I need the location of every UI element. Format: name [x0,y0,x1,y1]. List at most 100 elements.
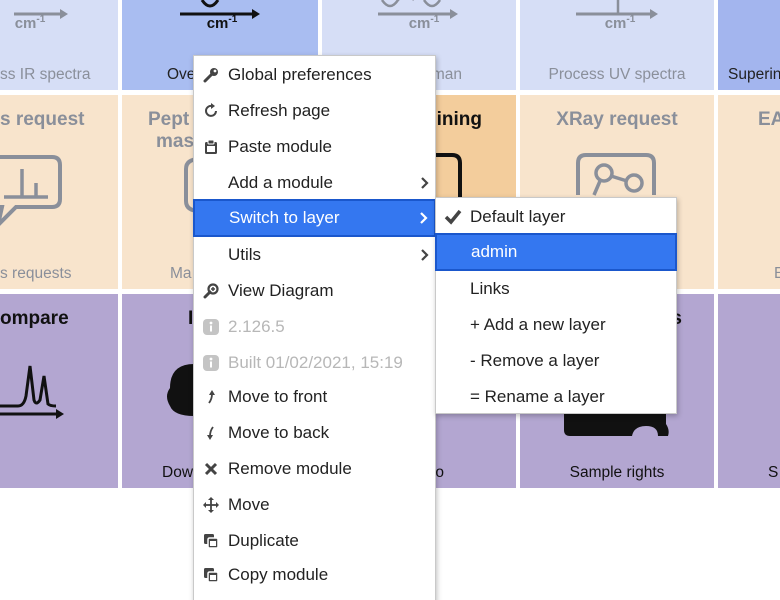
layer-item-label: Links [470,279,510,298]
unit-label: cm [14,15,37,32]
menu-item-label: Utils [228,245,262,264]
unit-label: cm [604,15,627,32]
tile-label: Ma [170,265,192,282]
tile-settings[interactable]: S [718,294,780,488]
menu-item-move-to-front[interactable]: Move to front [194,379,435,415]
tile-process-ir-spectra[interactable]: cm-1 ss IR spectra [0,0,118,90]
tile-title: ompare [0,308,69,329]
menu-item-label: Add a module [228,173,333,192]
menu-item-label: Move to front [228,387,328,406]
layer-item-label: Default layer [470,207,566,226]
menu-item-utils[interactable]: Utils [194,237,435,273]
unit-label: cm [408,15,431,32]
unit-exponent: -1 [36,14,46,25]
tile-ea-request[interactable]: EA E [718,95,780,289]
menu-item-label: Paste module [228,137,332,156]
tile-label: Process UV spectra [548,66,686,83]
spectrum-axis-icon [576,0,658,19]
chevron-right-icon [415,248,435,262]
layer-item-links[interactable]: Links [436,271,676,307]
tile-title-line2: mas [156,131,195,152]
menu-item-refresh-page[interactable]: Refresh page [194,93,435,129]
tile-title: Pept [148,109,190,130]
layer-item-label: = Rename a layer [470,387,605,406]
unit-exponent: -1 [228,14,238,25]
arrow-down-icon [194,426,228,440]
check-icon [444,209,462,230]
device-icon [184,157,200,213]
molecule-icon [576,153,656,196]
spectrum-axis-icon [180,0,260,19]
layer-item-admin[interactable]: admin [435,233,677,271]
layer-item-default[interactable]: Default layer [436,199,676,235]
info-icon [194,318,228,336]
menu-item-build-date: Built 01/02/2021, 15:19 [194,345,435,381]
frame-icon [432,153,462,207]
menu-item-move[interactable]: Move [194,487,435,523]
menu-item-global-preferences[interactable]: Global preferences [194,57,435,93]
tile-compare[interactable]: ompare [0,294,118,488]
menu-item-remove-module[interactable]: Remove module [194,451,435,487]
unit-exponent: -1 [430,14,440,25]
unit-exponent: -1 [626,14,636,25]
tile-label: Sample rights [569,464,665,481]
chevron-right-icon [414,211,434,225]
menu-item-view-diagram[interactable]: View Diagram [194,273,435,309]
duplicate-icon [194,533,228,549]
tile-label: Superin [728,66,780,83]
menu-item-label: Move to back [228,423,330,442]
menu-item-label: View Diagram [228,281,334,300]
layer-item-label: admin [471,242,518,261]
add-layer-item[interactable]: + Add a new layer [436,307,676,343]
menu-item-switch-to-layer[interactable]: Switch to layer [193,199,436,237]
chart-bubble-icon [0,155,62,226]
tile-nmr-request[interactable]: s request s requests [0,95,118,289]
menu-item-label: Copy module [228,565,329,584]
rename-layer-item[interactable]: = Rename a layer [436,379,676,415]
tile-label: ss IR spectra [0,66,91,83]
copy-icon [194,567,228,583]
menu-item-duplicate[interactable]: Duplicate [194,523,435,559]
arrow-up-icon [194,390,228,404]
wrench-icon [194,67,228,83]
refresh-icon [194,103,228,119]
menu-item-label: Built 01/02/2021, 15:19 [228,353,403,372]
spectrum-compare-icon [0,365,64,419]
layer-item-label: - Remove a layer [470,351,600,370]
tile-label: S [768,464,779,481]
chevron-right-icon [415,176,435,190]
tile-title: I [188,308,194,329]
menu-item-label: Global preferences [228,65,372,84]
tile-title: s request [0,109,85,130]
spectrum-axis-icon [378,0,458,19]
tile-superimpose[interactable]: Superin [718,0,780,90]
menu-item-add-a-module[interactable]: Add a module [194,165,435,201]
menu-item-paste-module[interactable]: Paste module [194,129,435,165]
menu-item-label: Refresh page [228,101,331,120]
context-menu: Global preferences Refresh page Paste mo… [193,55,436,600]
menu-item-move-to-back[interactable]: Move to back [194,415,435,451]
menu-item-copy-module[interactable]: Copy module [194,557,435,593]
tile-title: XRay request [556,109,678,130]
clipboard-icon [194,139,228,155]
tile-title: ining [436,109,482,130]
zoom-icon [194,283,228,299]
cloud-download-icon [167,364,194,416]
layer-submenu: Default layer admin Links + Add a new la… [435,197,677,414]
tile-label: o [435,464,444,481]
layer-item-label: + Add a new layer [470,315,606,334]
unit-label: cm [206,15,229,32]
info-icon [194,354,228,372]
tile-title: EA [758,109,780,130]
tile-label: man [431,66,462,83]
tile-label: s requests [0,265,72,282]
tile-label: E [774,265,780,282]
remove-layer-item[interactable]: - Remove a layer [436,343,676,379]
menu-item-version: 2.126.5 [194,309,435,345]
tile-label: Dow [162,464,194,481]
tile-label: Ove [167,66,196,83]
menu-item-label: Switch to layer [229,208,340,227]
tile-process-uv-spectra[interactable]: cm-1 Process UV spectra [520,0,714,90]
spectrum-axis-icon [14,9,68,19]
